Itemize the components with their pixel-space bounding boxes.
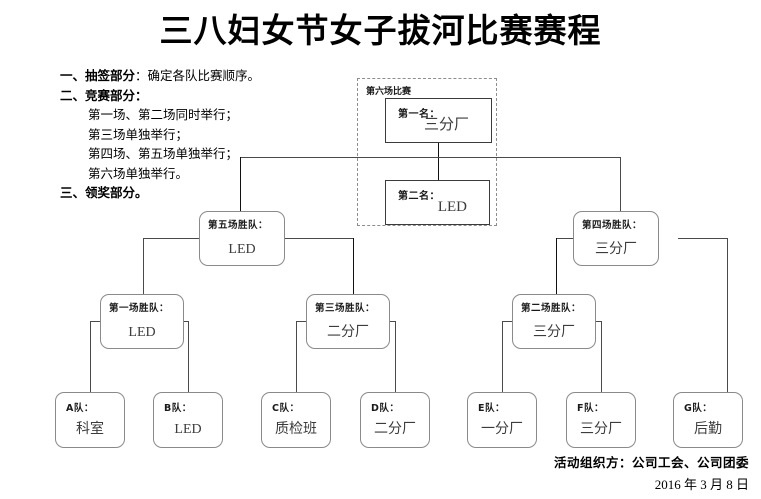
connector-final-vertical <box>438 143 439 180</box>
team-f-value: 三分厂 <box>580 422 622 437</box>
match1-winner-box[interactable]: 第一场胜队： LED <box>100 294 184 349</box>
match1-winner-value: LED <box>128 325 156 340</box>
team-a-label: A队： <box>66 403 94 414</box>
match4-winner-label: 第四场胜队： <box>582 220 643 231</box>
match2-winner-value: 三分厂 <box>533 325 575 340</box>
note-line: 二、竞赛部分： <box>60 86 360 106</box>
note-line: 第三场单独举行； <box>60 125 360 145</box>
note-head: 三、领奖部分。 <box>60 185 148 200</box>
team-e-value: 一分厂 <box>481 422 523 437</box>
match3-winner-box[interactable]: 第三场胜队： 二分厂 <box>306 294 390 349</box>
footer-date: 2016 年 3 月 8 日 <box>654 477 749 492</box>
match4-winner-value: 三分厂 <box>595 242 637 257</box>
team-c-box[interactable]: C队： 质检班 <box>261 392 331 448</box>
page-title: 三八妇女节女子拔河比赛赛程 <box>159 11 602 50</box>
note-tail: 第六场单独举行。 <box>88 165 189 181</box>
connector-semi-left-drop-left <box>143 238 144 306</box>
connector-q3-drop-f <box>601 321 602 393</box>
match5-winner-value: LED <box>228 242 256 257</box>
instructions-block: 一、抽签部分：确定各队比赛顺序。 二、竞赛部分： 第一场、第二场同时举行； 第三… <box>60 66 360 203</box>
match1-winner-label: 第一场胜队： <box>109 303 170 314</box>
final-second-place-box[interactable]: 第二名： LED <box>385 180 490 225</box>
note-head: 一、抽签部分 <box>60 68 136 83</box>
connector-semi-right-drop-left <box>556 238 557 306</box>
match3-winner-value: 二分厂 <box>327 325 369 340</box>
note-line: 一、抽签部分：确定各队比赛顺序。 <box>60 66 360 86</box>
note-tail: 第四场、第五场单独举行； <box>88 146 239 161</box>
team-a-box[interactable]: A队： 科室 <box>55 392 125 448</box>
connector-q2-drop-c <box>296 321 297 393</box>
team-d-label: D队： <box>371 403 400 414</box>
note-head: 二、竞赛部分： <box>60 87 148 103</box>
final-match-group <box>357 78 497 226</box>
note-line: 第四场、第五场单独举行； <box>60 144 360 164</box>
note-tail: 第一场、第二场同时举行； <box>88 107 239 122</box>
note-line: 三、领奖部分。 <box>60 183 360 203</box>
final-first-place-label: 第一名： <box>398 109 440 120</box>
final-second-place-value: LED <box>437 199 467 215</box>
connector-q3-drop-e <box>502 321 503 393</box>
connector-semi-right-riser <box>620 157 621 212</box>
team-c-value: 质检班 <box>275 422 317 437</box>
footer-organizer: 活动组织方：公司工会、公司团委 <box>553 455 749 470</box>
team-d-value: 二分厂 <box>374 422 416 437</box>
team-g-label: G队： <box>684 403 713 414</box>
footer: 活动组织方：公司工会、公司团委 2016 年 3 月 8 日 <box>554 452 749 493</box>
team-f-label: F队： <box>577 403 604 414</box>
match2-winner-label: 第二场胜队： <box>521 303 582 314</box>
note-tail: ：确定各队比赛顺序。 <box>135 68 261 83</box>
final-second-place-label: 第二名： <box>398 191 440 202</box>
team-e-label: E队： <box>478 403 505 414</box>
connector-semi-left-riser <box>240 157 241 212</box>
note-tail: 第三场单独举行； <box>88 126 189 142</box>
match2-winner-box[interactable]: 第二场胜队： 三分厂 <box>512 294 596 349</box>
connector-semi-left-out-left <box>143 238 200 239</box>
final-match-group-label: 第六场比赛 <box>366 87 412 97</box>
team-c-label: C队： <box>272 403 300 414</box>
note-line: 第六场单独举行。 <box>60 164 360 184</box>
team-d-box[interactable]: D队： 二分厂 <box>360 392 430 448</box>
team-b-box[interactable]: B队： LED <box>153 392 223 448</box>
connector-semi-left-out-right <box>285 238 354 239</box>
connector-g-team-drop <box>727 238 728 393</box>
match3-winner-label: 第三场胜队： <box>315 303 376 314</box>
team-a-value: 科室 <box>76 422 104 437</box>
connector-semi-right-out-right <box>678 238 728 239</box>
connector-q1-drop-b <box>188 321 189 393</box>
final-first-place-value: 三分厂 <box>423 117 469 133</box>
team-f-box[interactable]: F队： 三分厂 <box>566 392 636 448</box>
team-e-box[interactable]: E队： 一分厂 <box>467 392 537 448</box>
connector-q1-drop-a <box>90 321 91 393</box>
connector-q2-drop-d <box>395 321 396 393</box>
final-first-place-box[interactable]: 第一名： 三分厂 <box>385 98 492 143</box>
match5-winner-label: 第五场胜队： <box>208 220 269 231</box>
team-g-box[interactable]: G队： 后勤 <box>673 392 743 448</box>
connector-semi-left-drop-right <box>353 238 354 306</box>
team-b-label: B队： <box>164 403 192 414</box>
note-line: 第一场、第二场同时举行； <box>60 105 360 125</box>
match4-winner-box[interactable]: 第四场胜队： 三分厂 <box>573 211 659 266</box>
connector-final-spine <box>240 157 621 158</box>
match5-winner-box[interactable]: 第五场胜队： LED <box>199 211 285 266</box>
team-g-value: 后勤 <box>694 422 722 437</box>
team-b-value: LED <box>174 422 202 437</box>
